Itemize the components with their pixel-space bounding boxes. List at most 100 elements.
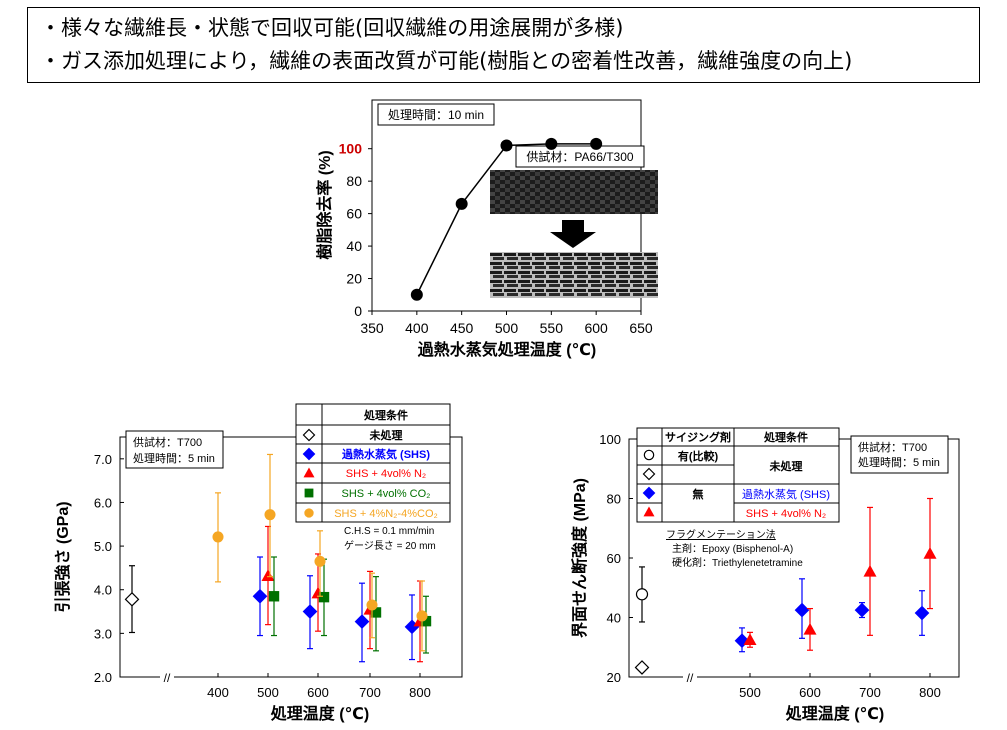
x-tick-label: 450 xyxy=(450,320,474,336)
legend-marker xyxy=(302,447,316,461)
x-tick-label: 350 xyxy=(360,320,384,336)
test-note-1: C.H.S = 0.1 mm/min xyxy=(344,526,434,537)
data-point xyxy=(212,531,224,543)
y-tick-label: 2.0 xyxy=(94,670,112,685)
sample-box-line-1: 供試材：T700 xyxy=(858,440,927,454)
summary-line-2: ・ガス添加処理により，繊維の表面改質が可能(樹脂との密着性改善，繊維強度の向上) xyxy=(40,49,853,73)
plot-frame xyxy=(119,436,463,678)
legend-marker xyxy=(643,506,655,517)
axis-break: // xyxy=(687,671,694,685)
data-point xyxy=(455,197,468,210)
legend-col-condition: 処理条件 xyxy=(763,430,808,444)
legend-label: SHS + 4%N₂-4%CO₂ xyxy=(334,508,438,520)
data-point xyxy=(252,588,268,604)
data-point xyxy=(914,605,930,621)
data-point xyxy=(863,564,877,577)
y-axis-label: 引張強さ (GPa) xyxy=(53,501,72,612)
legend-marker xyxy=(642,486,656,500)
x-tick-label: 500 xyxy=(495,320,519,336)
x-tick-label: 700 xyxy=(859,685,881,700)
y-tick-label: 7.0 xyxy=(94,452,112,467)
y-tick-label: 40 xyxy=(607,611,621,626)
legend-marker xyxy=(642,467,656,481)
test-note-2: ゲージ長さ = 20 mm xyxy=(344,540,436,552)
y-axis-label: 界面せん断強度 (MPa) xyxy=(570,478,589,638)
chart-resin-removal: 供試材：PA66/T300 処理時間：10 min 350 400 450 500 55… xyxy=(315,99,658,359)
legend-marker xyxy=(304,508,314,518)
legend-shs: 過熱水蒸気 (SHS) xyxy=(742,487,830,501)
legend-untreated: 未処理 xyxy=(769,459,803,473)
y-tick-label: 80 xyxy=(607,492,621,507)
sample-box xyxy=(125,430,224,469)
data-point xyxy=(416,610,428,622)
legend: サイジング剤 処理条件 有(比較) 無 未処理 過熱水蒸気 (SHS) SHS … xyxy=(636,427,840,523)
x-tick-label: 600 xyxy=(307,685,329,700)
legend-header: 処理条件 xyxy=(363,408,408,422)
data-point xyxy=(635,588,649,601)
legend-col-sizing: サイジング剤 xyxy=(665,430,731,444)
y-tick-label: 3.0 xyxy=(94,626,112,641)
down-arrow-icon xyxy=(550,220,596,248)
legend-label: 未処理 xyxy=(369,428,403,442)
x-tick-label: 800 xyxy=(919,685,941,700)
y-tick-label: 100 xyxy=(339,141,363,157)
y-tick-label: 60 xyxy=(607,551,621,566)
x-axis-label: 処理温度 (℃) xyxy=(786,704,884,723)
y-tick-label: 80 xyxy=(346,173,362,189)
legend-shs-n2: SHS + 4vol% N₂ xyxy=(746,508,826,520)
x-tick-label: 600 xyxy=(799,685,821,700)
x-tick-label: 550 xyxy=(540,320,564,336)
data-point xyxy=(370,607,382,618)
data-point xyxy=(124,591,140,607)
y-tick-label: 5.0 xyxy=(94,539,112,554)
x-tick-label: 650 xyxy=(629,320,653,336)
summary-line-1: ・様々な繊維長・状態で回収可能(回収繊維の用途展開が多様) xyxy=(40,16,624,40)
sample-photo-before xyxy=(490,170,658,214)
data-point xyxy=(500,139,513,152)
x-tick-label: 700 xyxy=(359,685,381,700)
y-axis-label: 樹脂除去率 (%) xyxy=(315,150,334,259)
y-tick-label: 40 xyxy=(346,238,362,254)
data-point xyxy=(302,604,318,619)
data-point xyxy=(420,615,432,627)
sample-label: 供試材：PA66/T300 xyxy=(526,149,633,164)
time-annotation: 処理時間：10 min xyxy=(388,108,484,122)
y-tick-label: 60 xyxy=(346,206,362,222)
sample-box-line-2: 処理時間：5 min xyxy=(858,456,940,469)
axis-break-gap xyxy=(160,671,174,683)
data-point xyxy=(854,602,870,618)
x-tick-label: 400 xyxy=(405,320,429,336)
data-point xyxy=(268,591,280,602)
x-tick-label: 800 xyxy=(409,685,431,700)
legend-label: SHS + 4vol% CO₂ xyxy=(342,488,431,500)
data-point xyxy=(794,602,810,618)
x-tick-label: 500 xyxy=(739,685,761,700)
legend-marker xyxy=(643,449,655,461)
x-axis-label: 過熱水蒸気処理温度 (℃) xyxy=(417,340,596,359)
method-title: フラグメンテーション法 xyxy=(666,528,776,541)
data-point xyxy=(923,547,937,559)
data-point xyxy=(634,660,650,675)
data-point xyxy=(590,137,603,150)
x-axis-label: 処理温度 (℃) xyxy=(271,704,369,723)
y-tick-label: 6.0 xyxy=(94,495,112,510)
data-point xyxy=(354,614,370,629)
y-tick-label: 20 xyxy=(346,271,362,287)
data-point xyxy=(366,599,378,611)
data-point xyxy=(545,137,558,150)
data-point xyxy=(318,591,330,603)
x-tick-label: 600 xyxy=(584,320,608,336)
axis-break-gap xyxy=(683,671,697,683)
data-point xyxy=(264,509,276,521)
y-tick-label: 100 xyxy=(599,432,621,447)
legend-label: SHS + 4vol% N₂ xyxy=(346,468,426,480)
method-line-1: 主剤：Epoxy (Bisphenol-A) xyxy=(672,542,793,555)
summary-box: ・様々な繊維長・状態で回収可能(回収繊維の用途展開が多様) ・ガス添加処理により… xyxy=(27,7,980,83)
x-tick-label: 500 xyxy=(257,685,279,700)
data-point xyxy=(261,569,275,581)
data-point xyxy=(743,633,757,646)
